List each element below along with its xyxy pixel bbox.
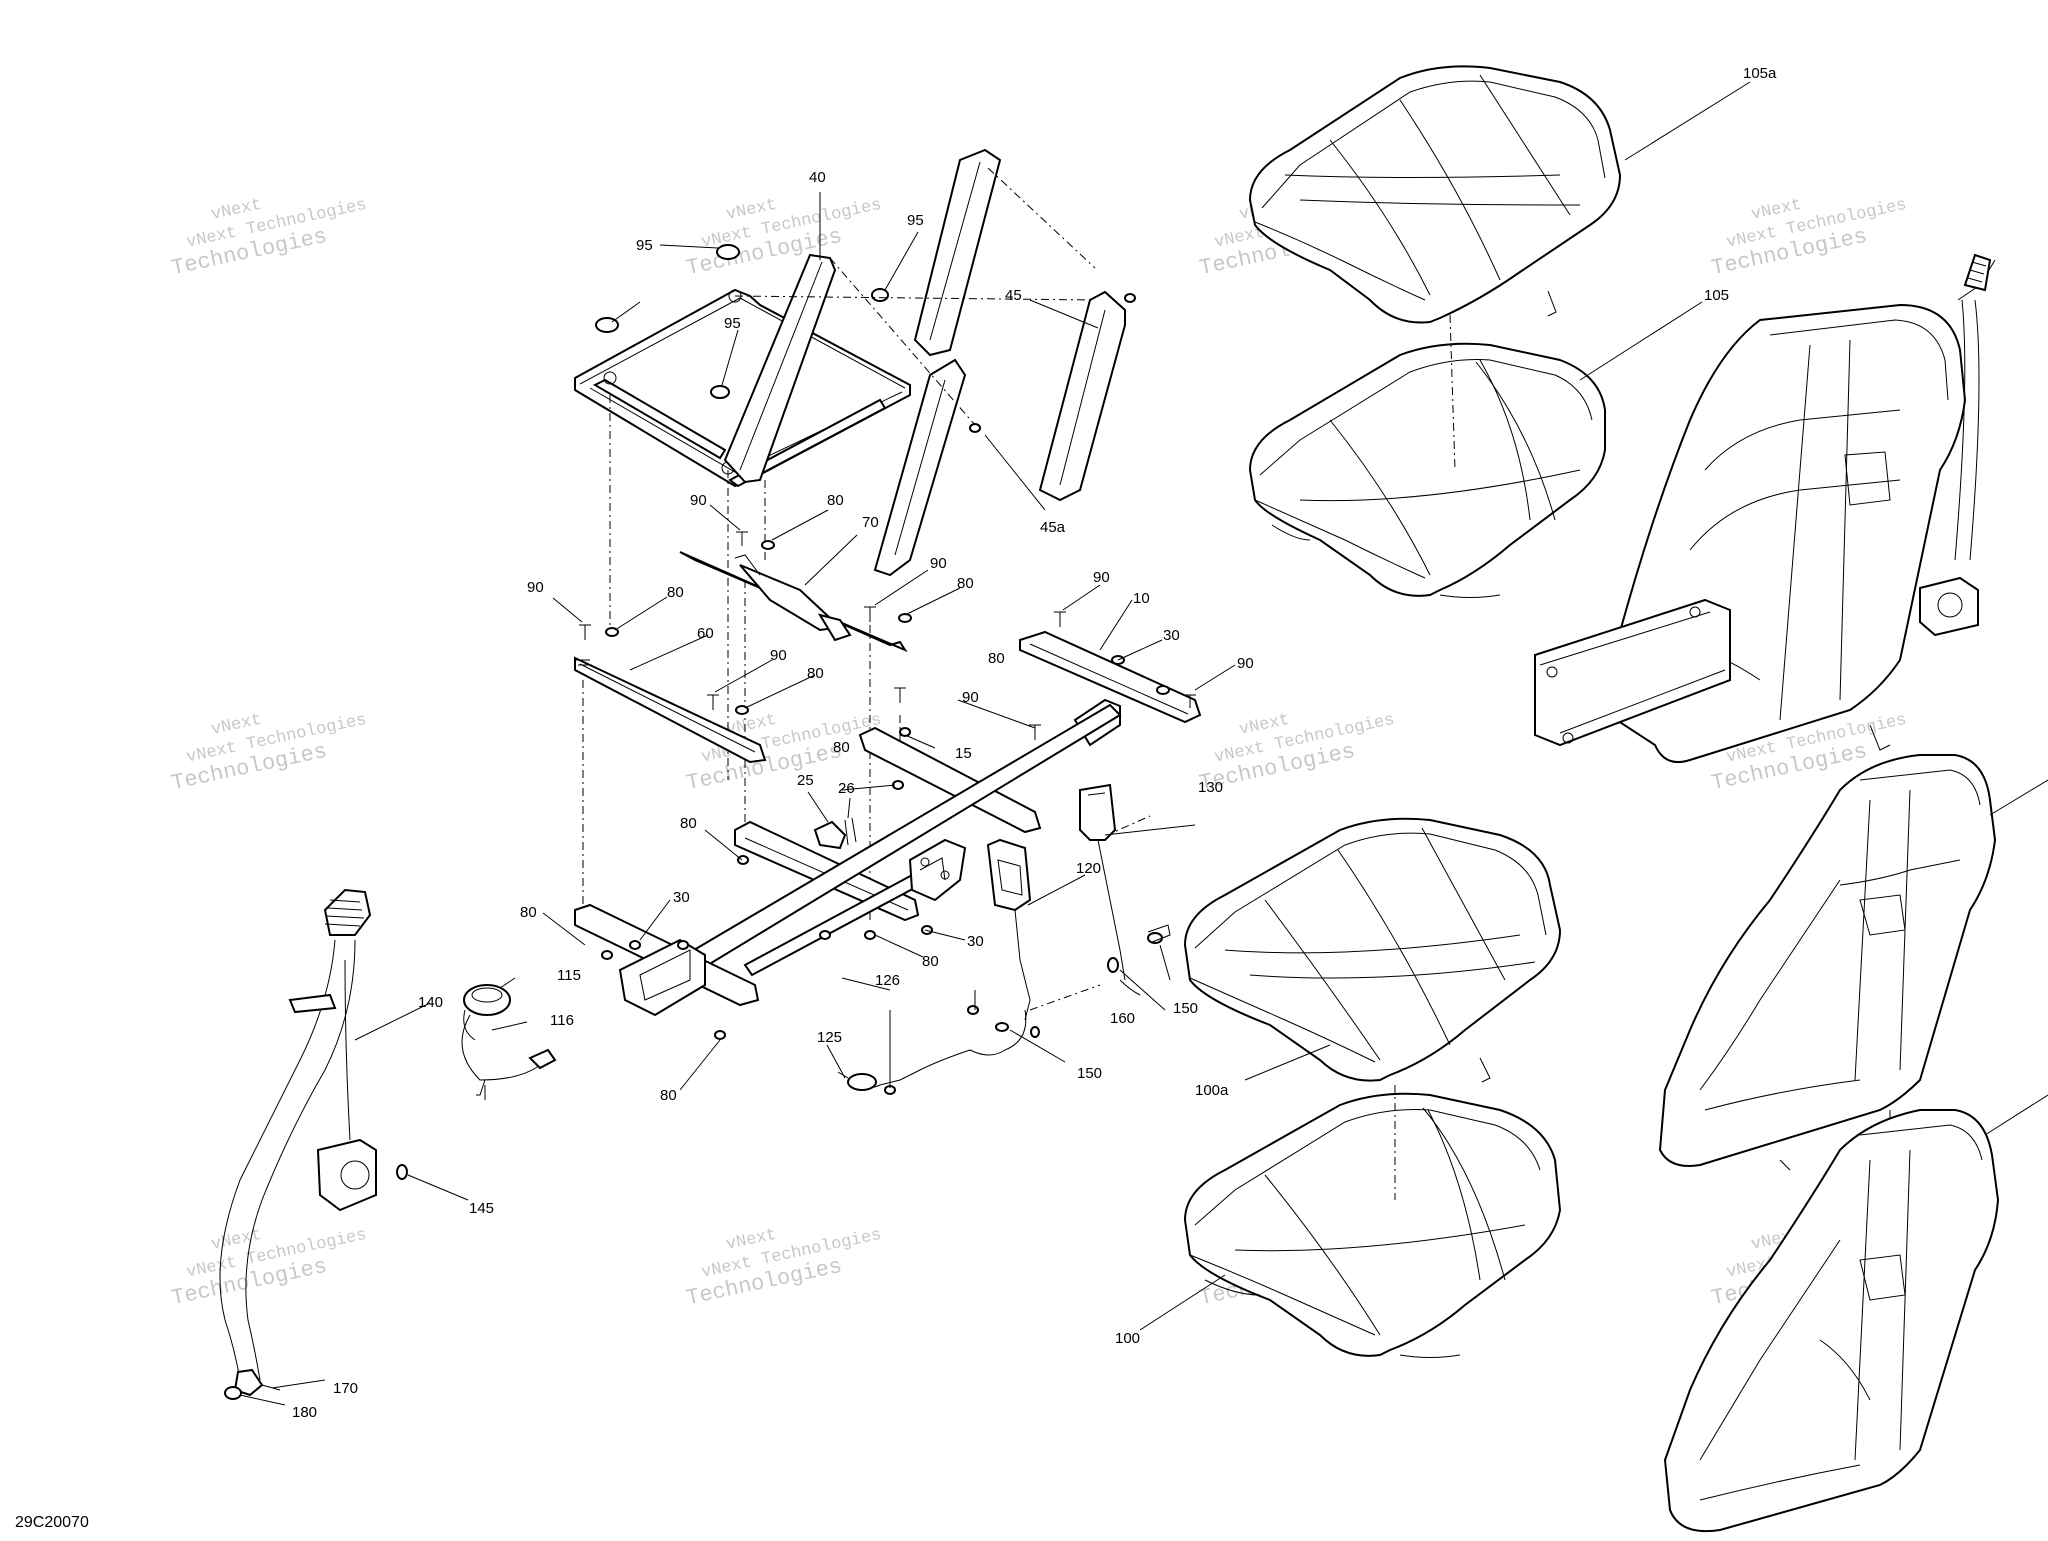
callout-30: 30 — [673, 889, 690, 906]
seat-frame-40 — [574, 148, 1136, 577]
callout-180: 180 — [292, 1404, 317, 1421]
watermark: vNext vNext Technologies Technologies — [169, 196, 368, 282]
seat-assembly-complete — [1534, 253, 1996, 764]
callout-170: 170 — [333, 1380, 358, 1397]
seat-back-lower — [1663, 1109, 2000, 1532]
callout-116: 116 — [550, 1012, 574, 1029]
callout-90: 90 — [1093, 569, 1110, 586]
seat-back-upper — [1658, 754, 1997, 1171]
watermark: vNext vNext Technologies Technologies — [684, 196, 883, 282]
callout-30: 30 — [1163, 627, 1180, 644]
callout-80: 80 — [660, 1087, 677, 1104]
buckle-assembly — [837, 783, 1171, 1091]
callout-90: 90 — [527, 579, 544, 596]
callout-115: 115 — [557, 967, 581, 984]
callout-26: 26 — [838, 780, 855, 797]
callout-25: 25 — [797, 772, 814, 789]
callout-95: 95 — [907, 212, 924, 229]
watermark: vNext vNext Technologies Technologies — [169, 1226, 368, 1312]
callout-125: 125 — [817, 1029, 842, 1046]
seat-switch-115 — [461, 984, 557, 1100]
fasteners — [579, 531, 1196, 1095]
callout-95: 95 — [636, 237, 653, 254]
callout-80: 80 — [680, 815, 697, 832]
watermark: vNext vNext Technologies Technologies — [169, 711, 368, 797]
slide-rail-70 — [679, 551, 908, 653]
callout-105: 105 — [1704, 287, 1729, 304]
callout-140: 140 — [418, 994, 443, 1011]
callout-30: 30 — [967, 933, 984, 950]
callout-15: 15 — [955, 745, 972, 762]
callout-60: 60 — [697, 625, 714, 642]
watermark: vNext vNext Technologies Technologies — [1709, 196, 1908, 282]
callout-10: 10 — [1133, 590, 1150, 607]
callout-150: 150 — [1173, 1000, 1198, 1017]
callout-80: 80 — [922, 953, 939, 970]
callout-160: 160 — [1110, 1010, 1135, 1027]
callout-80: 80 — [957, 575, 974, 592]
callout-80: 80 — [807, 665, 824, 682]
seat-cushion-100 — [1183, 1092, 1562, 1358]
callout-90: 90 — [1237, 655, 1254, 672]
callout-126: 126 — [875, 972, 900, 989]
leader-lines — [239, 81, 2048, 1406]
callout-80: 80 — [833, 739, 850, 756]
callout-120: 120 — [1076, 860, 1101, 877]
seat-cushion-105 — [1248, 342, 1606, 598]
callout-45: 45 — [1005, 287, 1022, 304]
callout-labels: 105a 105 40 95 95 95 45 45a 90 80 70 90 … — [292, 65, 1777, 1421]
callout-80: 80 — [827, 492, 844, 509]
callout-95: 95 — [724, 315, 741, 332]
slide-rail-60 — [574, 656, 767, 764]
callout-45a: 45a — [1040, 519, 1066, 536]
seat-belt-140 — [219, 888, 408, 1400]
assembly-lines — [582, 167, 1456, 1200]
callout-145: 145 — [469, 1200, 494, 1217]
seat-base-frame — [574, 630, 1202, 1017]
callout-80: 80 — [988, 650, 1005, 667]
watermark: vNext vNext Technologies Technologies — [684, 711, 883, 797]
callout-40: 40 — [809, 169, 826, 186]
callout-90: 90 — [930, 555, 947, 572]
diagram-code: 29C20070 — [15, 1514, 89, 1531]
callout-100: 100 — [1115, 1330, 1140, 1347]
seat-cushion-105a — [1248, 65, 1622, 324]
callout-105a: 105a — [1743, 65, 1777, 82]
callout-150: 150 — [1077, 1065, 1102, 1082]
watermark: vNext vNext Technologies Technologies — [684, 1226, 883, 1312]
seat-cushion-100a — [1183, 817, 1562, 1083]
callout-80: 80 — [520, 904, 537, 921]
callout-90: 90 — [690, 492, 707, 509]
callout-90: 90 — [962, 689, 979, 706]
callout-90: 90 — [770, 647, 787, 664]
callout-100a: 100a — [1195, 1082, 1229, 1099]
callout-80: 80 — [667, 584, 684, 601]
callout-130: 130 — [1198, 779, 1223, 796]
callout-70: 70 — [862, 514, 879, 531]
